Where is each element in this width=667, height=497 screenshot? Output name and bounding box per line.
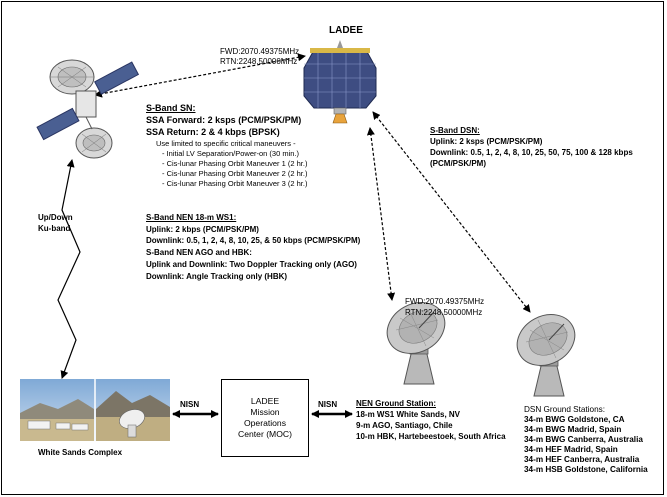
nisn-left-label: NISN [180,400,200,409]
nen-rtn-frequency: RTN:2248.50000MHz [405,308,483,317]
sband-dsn-heading: S-Band DSN: [430,126,480,135]
sband-nen-heading: S-Band NEN 18-m WS1: [146,213,237,222]
moc-line: Center (MOC) [238,429,292,440]
nen-downlink: Downlink: 0.5, 1, 2, 4, 8, 10, 25, & 50 … [146,236,361,245]
sn-fwd-frequency: FWD:2070.49375MHz [220,47,300,56]
ku-band-link-line [57,159,81,379]
nen-station-item: 9-m AGO, Santiago, Chile [356,421,453,430]
nen-station-heading: NEN Ground Station: [356,399,436,408]
nen-fwd-frequency: FWD:2070.49375MHz [405,297,485,306]
dsn-uplink: Uplink: 2 ksps (PCM/PSK/PM) [430,137,543,146]
dsn-station-item: 34-m HSB Goldstone, California [524,465,648,474]
sn-link-line [94,53,306,98]
dsn-link-line [372,111,531,313]
moc-line: LADEE [250,395,280,406]
moc-line: Mission [250,406,280,417]
nisn-right-label: NISN [318,400,338,409]
sn-rtn-frequency: RTN:2248.50000MHz [220,57,298,66]
nen-ago-line: Uplink and Downlink: Two Doppler Trackin… [146,260,357,269]
white-sands-photo [20,379,170,441]
nen-antenna-dish-icon [386,302,446,385]
nen-hbk-line: Downlink: Angle Tracking only (HBK) [146,272,288,281]
sn-usage-note: Use limited to specific critical maneuve… [156,139,296,148]
moc-line: Operations [243,418,287,428]
dsn-stations-heading: DSN Ground Stations: [524,405,606,414]
moc-box: LADEE Mission Operations Center (MOC) [221,379,309,457]
ladee-spacecraft-icon [303,40,377,124]
nen-ago-hbk-heading: S-Band NEN AGO and HBK: [146,248,252,257]
tdrs-satellite-icon [36,59,140,159]
sn-maneuver-item: - Cis-lunar Phasing Orbit Maneuver 2 (2 … [162,169,308,178]
nen-link-line [366,127,396,301]
ssa-return: SSA Return: 2 & 4 kbps (BPSK) [146,127,280,137]
nen-station-item: 10-m HBK, Hartebeestoek, South Africa [356,432,506,441]
dsn-downlink: Downlink: 0.5, 1, 2, 4, 8, 10, 25, 50, 7… [430,148,633,157]
dsn-stations-list: DSN Ground Stations: 34-m BWG Goldstone,… [524,405,648,475]
diagram-title: LADEE [329,25,363,36]
dsn-station-item: 34-m HEF Madrid, Spain [524,445,618,454]
sn-maneuver-item: - Cis-lunar Phasing Orbit Maneuver 3 (2 … [162,179,308,188]
dsn-station-item: 34-m HEF Canberra, Australia [524,455,640,464]
ku-band-label-line2: Ku-band [38,224,71,233]
sband-sn-heading: S-Band SN: [146,103,196,113]
dsn-antenna-dish-icon [516,314,576,397]
dsn-station-item: 34-m BWG Canberra, Australia [524,435,643,444]
nen-station-item: 18-m WS1 White Sands, NV [356,410,461,419]
ku-band-label-line1: Up/Down [38,213,73,222]
white-sands-caption: White Sands Complex [38,448,123,457]
sn-maneuver-item: - Initial LV Separation/Power-on (30 min… [162,149,300,158]
ssa-forward: SSA Forward: 2 ksps (PCM/PSK/PM) [146,115,302,125]
nen-uplink: Uplink: 2 kbps (PCM/PSK/PM) [146,225,259,234]
dsn-downlink-modulation: (PCM/PSK/PM) [430,159,486,168]
dsn-station-item: 34-m BWG Madrid, Spain [524,425,622,434]
sn-maneuver-item: - Cis-lunar Phasing Orbit Maneuver 1 (2 … [162,159,308,168]
dsn-station-item: 34-m BWG Goldstone, CA [524,415,625,424]
